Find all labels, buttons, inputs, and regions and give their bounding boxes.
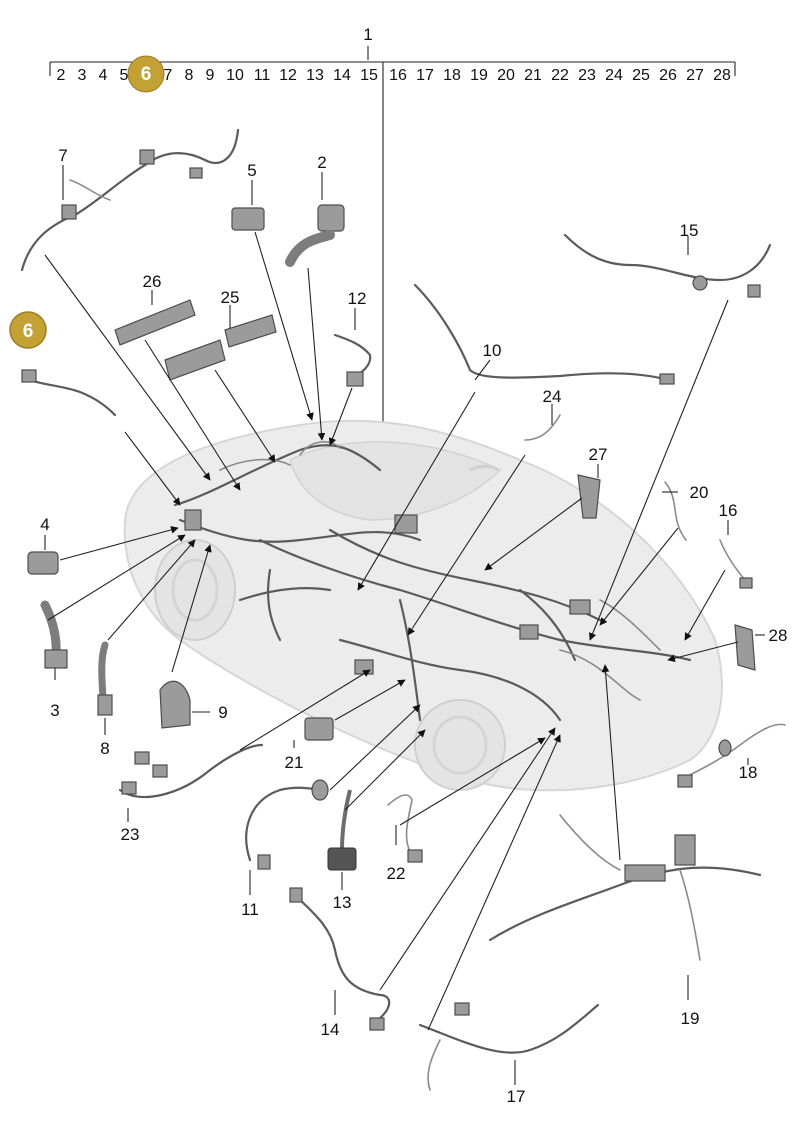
index-item-27[interactable]: 27 [686, 67, 704, 84]
part-27-bracket [577, 474, 601, 519]
callout-8: 8 [100, 739, 109, 758]
callout-9: 9 [218, 703, 227, 722]
callout-26: 26 [143, 272, 162, 291]
part-4-sensor [27, 551, 59, 575]
index-item-9[interactable]: 9 [206, 67, 215, 84]
callout-23: 23 [121, 825, 140, 844]
part-18-cable [677, 723, 786, 788]
part-2-hose [285, 204, 345, 267]
part-24-cable [524, 414, 561, 441]
index-item-5[interactable]: 5 [120, 67, 129, 84]
badge-circle [9, 311, 47, 349]
index-item-18[interactable]: 18 [443, 67, 461, 84]
part-20-cable [664, 481, 687, 541]
index-item-20[interactable]: 20 [497, 67, 515, 84]
part-3-hose [40, 600, 68, 669]
car-body [123, 419, 723, 792]
callout-6-badge[interactable]: 6 [9, 311, 47, 349]
index-item-7[interactable]: 7 [164, 67, 173, 84]
part-22-cable [387, 794, 423, 863]
callout-17: 17 [507, 1087, 526, 1106]
callout-12: 12 [348, 289, 367, 308]
part-7-harness [20, 128, 240, 272]
callout-16: 16 [719, 501, 738, 520]
callout-24: 24 [543, 387, 562, 406]
part-19-harness [488, 814, 762, 961]
index-item-21[interactable]: 21 [524, 67, 542, 84]
index-item-16[interactable]: 16 [389, 67, 407, 84]
callout-20: 20 [690, 483, 709, 502]
part-5-sensor [231, 207, 265, 231]
part-9-clamp [159, 680, 191, 729]
callout-5: 5 [247, 161, 256, 180]
index-item-8[interactable]: 8 [185, 67, 194, 84]
index-item-17[interactable]: 17 [416, 67, 434, 84]
index-highlight-badge [127, 55, 165, 93]
index-item-2[interactable]: 2 [57, 67, 66, 84]
index-item-24[interactable]: 24 [605, 67, 623, 84]
index-item-23[interactable]: 23 [578, 67, 596, 84]
callout-25: 25 [221, 288, 240, 307]
index-item-12[interactable]: 12 [279, 67, 297, 84]
leader-lines [44, 165, 765, 1085]
callout-11: 11 [241, 900, 259, 919]
callout-18: 18 [739, 763, 758, 782]
callout-27: 27 [589, 445, 608, 464]
index-item-3[interactable]: 3 [78, 67, 87, 84]
callout-15: 15 [680, 221, 699, 240]
callout-13: 13 [333, 893, 352, 912]
callout-4: 4 [40, 515, 49, 534]
callout-3: 3 [50, 701, 59, 720]
callout-10: 10 [483, 341, 502, 360]
index-item-13[interactable]: 13 [306, 67, 324, 84]
part-26-bracket [114, 299, 196, 346]
part-12-connectors [333, 333, 372, 387]
part-16-cable [719, 539, 753, 589]
part-17-harness [418, 1002, 600, 1091]
index-item-25[interactable]: 25 [632, 67, 650, 84]
part-28-bracket [734, 624, 756, 671]
index-item-14[interactable]: 14 [333, 67, 351, 84]
index-item-10[interactable]: 10 [226, 67, 244, 84]
callout-28: 28 [769, 626, 788, 645]
part-11-harness [245, 779, 329, 870]
callout-labels: 7 5 2 15 26 25 12 10 24 27 20 16 4 28 3 … [40, 146, 787, 1106]
main-harness-network [173, 441, 692, 722]
index-top-label: 1 [363, 25, 372, 44]
part-10-harness [413, 283, 675, 385]
callout-21: 21 [285, 753, 304, 772]
callout-19: 19 [681, 1009, 700, 1028]
callout-7: 7 [58, 146, 67, 165]
part-25-bracket [164, 314, 277, 381]
callout-14: 14 [321, 1020, 340, 1039]
part-14-harness [289, 887, 391, 1031]
part-15-harness [563, 233, 772, 298]
callout-6: 6 [23, 321, 34, 342]
index-item-26[interactable]: 26 [659, 67, 677, 84]
index-item-6[interactable]: 6 [141, 64, 152, 85]
index-item-19[interactable]: 19 [470, 67, 488, 84]
index-item-4[interactable]: 4 [99, 67, 108, 84]
part-8-hose [97, 641, 113, 716]
callout-22: 22 [387, 864, 406, 883]
part-23-harness [118, 743, 264, 799]
part-21-connector [304, 717, 334, 741]
index-item-22[interactable]: 22 [551, 67, 569, 84]
index-item-15[interactable]: 15 [360, 67, 378, 84]
callout-2: 2 [317, 153, 326, 172]
part-13-grommet [327, 789, 357, 871]
index-item-11[interactable]: 11 [254, 67, 271, 84]
index-item-28[interactable]: 28 [713, 67, 731, 84]
part-6-cable [21, 369, 117, 417]
